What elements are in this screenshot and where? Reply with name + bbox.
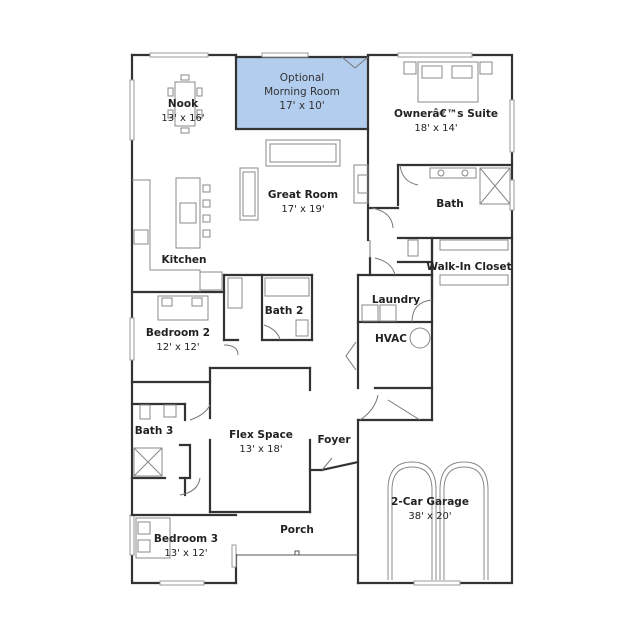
hvac-name: HVAC: [375, 333, 407, 345]
bedroom-3-dim: 13' x 12': [164, 548, 207, 559]
garage-dim: 38' x 20': [408, 511, 451, 522]
doors: [179, 56, 433, 496]
kitchen-name: Kitchen: [161, 254, 206, 266]
walk-in-closet-name: Walk-In Closet: [426, 261, 511, 273]
flex-space-name: Flex Space: [229, 429, 293, 441]
room-labels: Optional Morning Room 17' x 10' Nook 13'…: [135, 72, 512, 559]
laundry-name: Laundry: [372, 294, 420, 306]
nook-name: Nook: [168, 98, 199, 110]
morning-room-name: Optional: [280, 72, 324, 84]
interior-walls: [130, 127, 514, 585]
flex-space-dim: 13' x 18': [239, 444, 282, 455]
morning-room-name-2: Morning Room: [264, 86, 340, 98]
bath-2-name: Bath 2: [265, 305, 304, 317]
bedroom-3-name: Bedroom 3: [154, 533, 218, 545]
windows: [129, 52, 515, 586]
great-room-dim: 17' x 19': [281, 204, 324, 215]
morning-room-dim: 17' x 10': [279, 100, 324, 112]
owners-suite-dim: 18' x 14': [414, 123, 457, 134]
bedroom-2-name: Bedroom 2: [146, 327, 210, 339]
garage-name: 2-Car Garage: [391, 496, 469, 508]
nook-dim: 13' x 16': [161, 113, 204, 124]
bedroom-2-dim: 12' x 12': [156, 342, 199, 353]
great-room-name: Great Room: [268, 189, 338, 201]
owners-suite-name: Ownerâ€™s Suite: [394, 108, 498, 120]
bath-name: Bath: [436, 198, 464, 210]
bath-3-name: Bath 3: [135, 425, 174, 437]
morning-room-highlight: [236, 57, 368, 129]
foyer-name: Foyer: [317, 434, 351, 446]
fixtures: [132, 61, 511, 580]
porch-name: Porch: [280, 524, 314, 536]
